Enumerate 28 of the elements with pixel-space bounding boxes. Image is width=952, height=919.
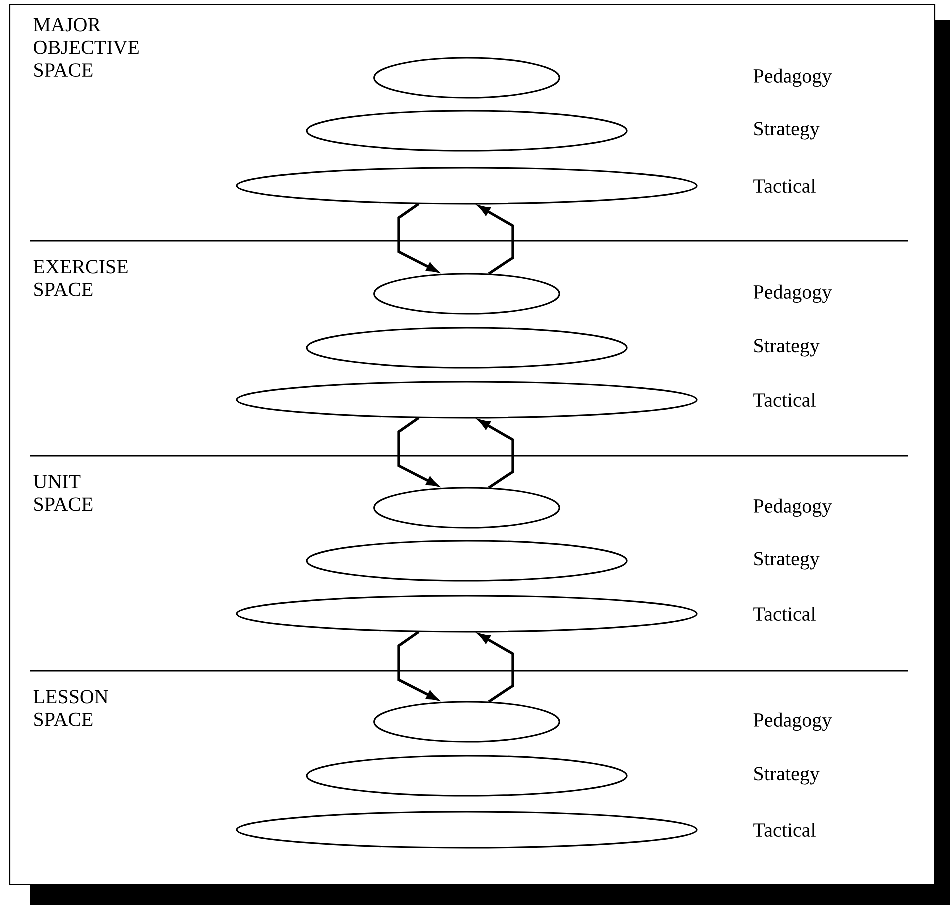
ellipse xyxy=(306,327,628,369)
layer-label: Tactical xyxy=(754,178,816,194)
ellipse xyxy=(236,381,698,419)
ellipse xyxy=(236,167,698,205)
layer-label: Strategy xyxy=(754,122,820,140)
layer-label: Tactical xyxy=(754,392,816,408)
ellipse xyxy=(306,755,628,797)
layer-label: Tactical xyxy=(754,606,816,622)
ellipse xyxy=(374,57,560,99)
ellipse xyxy=(236,811,698,849)
ellipse xyxy=(374,487,560,529)
ellipse xyxy=(374,701,560,743)
layer-label: Pedagogy xyxy=(754,68,832,88)
space-label: MAJOR OBJECTIVE SPACE xyxy=(34,18,139,78)
layer-label: Strategy xyxy=(754,552,820,570)
layer-label: Strategy xyxy=(754,339,820,357)
ellipse xyxy=(236,595,698,633)
layer-label: Strategy xyxy=(754,767,820,785)
ellipse xyxy=(374,273,560,315)
layer-label: Pedagogy xyxy=(754,498,832,518)
layer-label: Tactical xyxy=(754,822,816,838)
ellipse xyxy=(306,540,628,582)
space-label: LESSON SPACE xyxy=(34,690,108,726)
ellipse xyxy=(306,110,628,152)
space-label: UNIT SPACE xyxy=(34,475,93,512)
layer-label: Pedagogy xyxy=(754,712,832,732)
layer-label: Pedagogy xyxy=(754,284,832,304)
space-label: EXERCISE SPACE xyxy=(34,260,128,296)
